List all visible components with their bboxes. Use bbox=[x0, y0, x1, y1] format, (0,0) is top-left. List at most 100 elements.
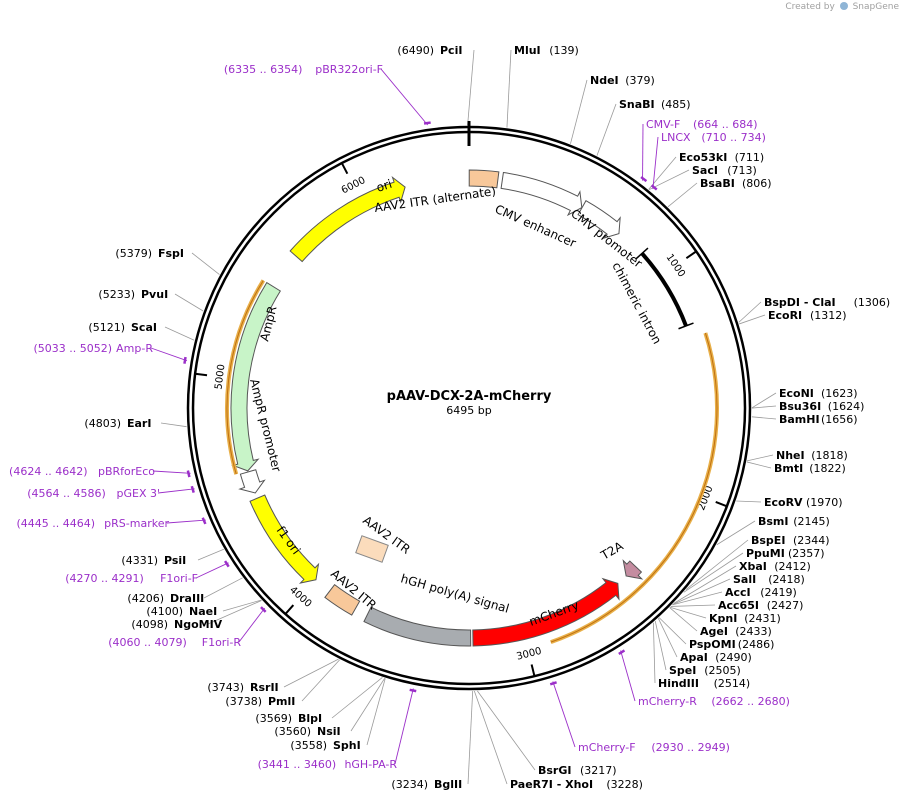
site-eari[interactable]: (4803)EarI bbox=[84, 417, 151, 430]
ruler-tick bbox=[530, 664, 536, 677]
site-kpni[interactable]: KpnI(2431) bbox=[709, 612, 781, 625]
primer-pbr322ori-f[interactable]: pBR322ori-F(6335 .. 6354) bbox=[224, 63, 383, 76]
site-xbai[interactable]: XbaI(2412) bbox=[739, 560, 811, 573]
site-leader-line bbox=[477, 690, 536, 771]
primer-marker bbox=[201, 517, 207, 525]
site-position: (1818) bbox=[811, 449, 848, 462]
site-apai[interactable]: ApaI(2490) bbox=[680, 651, 752, 664]
primer-prs-marker[interactable]: pRS-marker(4445 .. 4464) bbox=[16, 517, 169, 530]
primer-name: F1ori-F bbox=[160, 572, 198, 585]
primer-mcherry-f[interactable]: mCherry-F(2930 .. 2949) bbox=[578, 741, 730, 754]
site-ecorv[interactable]: EcoRV(1970) bbox=[764, 496, 843, 509]
site-leader-line bbox=[301, 659, 340, 702]
primer-mcherry-r[interactable]: mCherry-R(2662 .. 2680) bbox=[638, 695, 790, 708]
site-sali[interactable]: SalI(2418) bbox=[733, 573, 805, 586]
site-pcii[interactable]: (6490)PciI bbox=[397, 44, 462, 57]
site-position: (6490) bbox=[397, 44, 434, 57]
primer-f1ori-f[interactable]: F1ori-F(4270 .. 4291) bbox=[65, 572, 198, 585]
primer-marker bbox=[650, 184, 658, 191]
primer-range: (4564 .. 4586) bbox=[27, 487, 106, 500]
feature-ampr bbox=[230, 281, 282, 472]
site-nsii[interactable]: (3560)NsiI bbox=[274, 725, 340, 738]
site-bspdi-clai[interactable]: BspDI - ClaI(1306) bbox=[764, 296, 890, 309]
primer-leader-line bbox=[157, 488, 195, 494]
site-leader-line bbox=[683, 552, 744, 593]
primer-marker bbox=[186, 470, 191, 478]
primer-marker bbox=[223, 560, 230, 568]
site-saci[interactable]: SacI(713) bbox=[692, 164, 757, 177]
site-bsu36i[interactable]: Bsu36I(1624) bbox=[779, 400, 864, 413]
site-naei[interactable]: (4100)NaeI bbox=[146, 605, 217, 618]
site-sphi[interactable]: (3558)SphI bbox=[290, 739, 360, 752]
site-position: (4331) bbox=[121, 554, 158, 567]
primer-marker bbox=[260, 606, 267, 613]
site-eco53ki[interactable]: Eco53kI(711) bbox=[679, 151, 764, 164]
primer-name: LNCX bbox=[661, 131, 691, 144]
site-position: (711) bbox=[735, 151, 765, 164]
site-leader-line bbox=[506, 49, 512, 128]
site-hindiii[interactable]: HindIII(2514) bbox=[658, 677, 750, 690]
site-leader-line bbox=[657, 618, 678, 658]
site-ppumi[interactable]: PpuMI(2357) bbox=[746, 547, 825, 560]
site-position: (3217) bbox=[580, 764, 617, 777]
site-pmli[interactable]: (3738)PmlI bbox=[225, 695, 295, 708]
site-name: PaeR7I - XhoI bbox=[510, 778, 593, 791]
site-leader-line bbox=[350, 677, 386, 732]
site-name: BglII bbox=[434, 778, 462, 791]
site-econi[interactable]: EcoNI(1623) bbox=[779, 387, 858, 400]
site-name: EarI bbox=[127, 417, 151, 430]
primer-f1ori-r[interactable]: F1ori-R(4060 .. 4079) bbox=[108, 636, 241, 649]
site-snabi[interactable]: SnaBI(485) bbox=[619, 98, 691, 111]
site-pspomi[interactable]: PspOMI(2486) bbox=[689, 638, 774, 651]
site-position: (1822) bbox=[809, 462, 846, 475]
site-name: SacI bbox=[692, 164, 718, 177]
site-name: BspEI bbox=[751, 534, 785, 547]
site-name: RsrII bbox=[250, 681, 279, 694]
plasmid-center-label: pAAV-DCX-2A-mCherry 6495 bp bbox=[387, 389, 552, 417]
site-nhei[interactable]: NheI(1818) bbox=[776, 449, 848, 462]
primer-pbrforeco[interactable]: pBRforEco(4624 .. 4642) bbox=[9, 465, 155, 478]
site-acc65i[interactable]: Acc65I(2427) bbox=[718, 599, 803, 612]
site-paer7i-xhoi[interactable]: PaeR7I - XhoI(3228) bbox=[510, 778, 643, 791]
site-bmti[interactable]: BmtI(1822) bbox=[774, 462, 846, 475]
site-leader-line bbox=[739, 314, 766, 325]
site-position: (5379) bbox=[115, 247, 152, 260]
primer-hgh-pa-r[interactable]: hGH-PA-R(3441 .. 3460) bbox=[258, 758, 398, 771]
site-blpi[interactable]: (3569)BlpI bbox=[255, 712, 322, 725]
site-ecori[interactable]: EcoRI(1312) bbox=[768, 309, 847, 322]
site-leader-line bbox=[751, 416, 777, 420]
site-ngomiv[interactable]: (4098)NgoMIV bbox=[131, 618, 222, 631]
site-ndei[interactable]: NdeI(379) bbox=[590, 74, 655, 87]
primer-pgex-3-[interactable]: pGEX 3'(4564 .. 4586) bbox=[27, 487, 160, 500]
site-name: BamHI bbox=[779, 413, 820, 426]
site-leader-line bbox=[207, 600, 262, 625]
site-leader-line bbox=[467, 49, 475, 126]
site-rsrii[interactable]: (3743)RsrII bbox=[207, 681, 278, 694]
primer-marker bbox=[640, 176, 648, 183]
site-leader-line bbox=[203, 577, 243, 599]
site-leader-line bbox=[652, 622, 656, 684]
site-pvui[interactable]: (5233)PvuI bbox=[98, 288, 168, 301]
site-bsabi[interactable]: BsaBI(806) bbox=[700, 177, 772, 190]
primer-lncx[interactable]: LNCX(710 .. 734) bbox=[661, 131, 766, 144]
site-spei[interactable]: SpeI(2505) bbox=[669, 664, 741, 677]
site-bamhi[interactable]: BamHI(1656) bbox=[779, 413, 858, 426]
site-acci[interactable]: AccI(2419) bbox=[725, 586, 797, 599]
primer-cmv-f[interactable]: CMV-F(664 .. 684) bbox=[646, 118, 758, 131]
site-name: PpuMI bbox=[746, 547, 785, 560]
site-bsmi[interactable]: BsmI(2145) bbox=[758, 515, 830, 528]
site-draiii[interactable]: (4206)DraIII bbox=[127, 592, 204, 605]
site-scai[interactable]: (5121)ScaI bbox=[88, 321, 157, 334]
site-bsrgi[interactable]: BsrGI(3217) bbox=[538, 764, 617, 777]
primer-amp-r[interactable]: Amp-R(5033 .. 5052) bbox=[33, 342, 153, 355]
site-name: PsiI bbox=[164, 554, 186, 567]
site-agei[interactable]: AgeI(2433) bbox=[700, 625, 772, 638]
site-mlui[interactable]: MluI(139) bbox=[514, 44, 579, 57]
site-name: NaeI bbox=[189, 605, 217, 618]
site-bglii[interactable]: (3234)BglII bbox=[391, 778, 462, 791]
site-fspi[interactable]: (5379)FspI bbox=[115, 247, 184, 260]
site-psii[interactable]: (4331) PsiI bbox=[121, 554, 186, 567]
site-name: ScaI bbox=[131, 321, 157, 334]
site-bspei[interactable]: BspEI(2344) bbox=[751, 534, 830, 547]
primer-marker bbox=[190, 485, 195, 493]
